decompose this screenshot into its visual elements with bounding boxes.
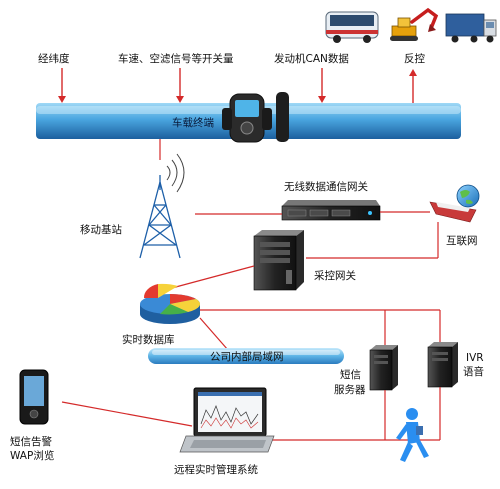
connector-phone-laptop — [61, 401, 193, 427]
label-wireless-gateway: 无线数据通信网关 — [284, 180, 368, 193]
radio-tower-icon — [139, 153, 185, 259]
label-lat-lon: 经纬度 — [38, 52, 70, 65]
label-company-lan: 公司内部局域网 — [210, 350, 284, 363]
label-engine-can: 发动机CAN数据 — [274, 52, 349, 65]
top-arrows — [58, 68, 417, 103]
label-remote-system: 远程实时管理系统 — [174, 463, 258, 476]
connectors-internet — [306, 222, 439, 259]
gps-terminal-icon — [222, 92, 289, 143]
excavator-icon — [390, 7, 439, 41]
company-lan-bar — [148, 348, 344, 364]
tower-server-icon-gateway — [253, 230, 304, 291]
tower-server-icon-ivr — [427, 342, 458, 388]
pie-database-icon — [140, 283, 201, 324]
bus-icon — [325, 11, 379, 43]
label-ivr-line1: IVR — [466, 352, 484, 364]
truck-icon — [445, 13, 497, 43]
label-collection-gateway: 采控网关 — [314, 269, 356, 282]
label-ivr-line2: 语音 — [463, 365, 484, 378]
label-sms-server-line2: 服务器 — [334, 383, 366, 396]
label-sms-alert-line1: 短信告警 — [10, 435, 52, 448]
laptop-icon — [179, 387, 275, 453]
label-speed-signals: 车速、空滤信号等开关量 — [118, 52, 234, 65]
label-reverse-control: 反控 — [404, 52, 425, 65]
label-vehicle-terminal: 车载终端 — [172, 116, 214, 129]
label-mobile-base-station: 移动基站 — [80, 223, 122, 236]
connectors-gateway — [195, 211, 430, 215]
label-internet: 互联网 — [446, 235, 478, 247]
tower-server-icon-sms — [369, 345, 398, 391]
label-sms-server-line1: 短信 — [340, 368, 361, 381]
connectors-gateway-db — [171, 265, 255, 289]
mobile-phone-icon — [19, 369, 49, 425]
walking-person-icon — [396, 408, 429, 462]
label-sms-alert-line2: WAP浏览 — [10, 449, 54, 462]
connectors-db-servers — [199, 309, 441, 351]
rack-server-icon — [281, 200, 381, 221]
globe-ship-icon — [429, 184, 480, 223]
label-realtime-database: 实时数据库 — [122, 333, 175, 346]
